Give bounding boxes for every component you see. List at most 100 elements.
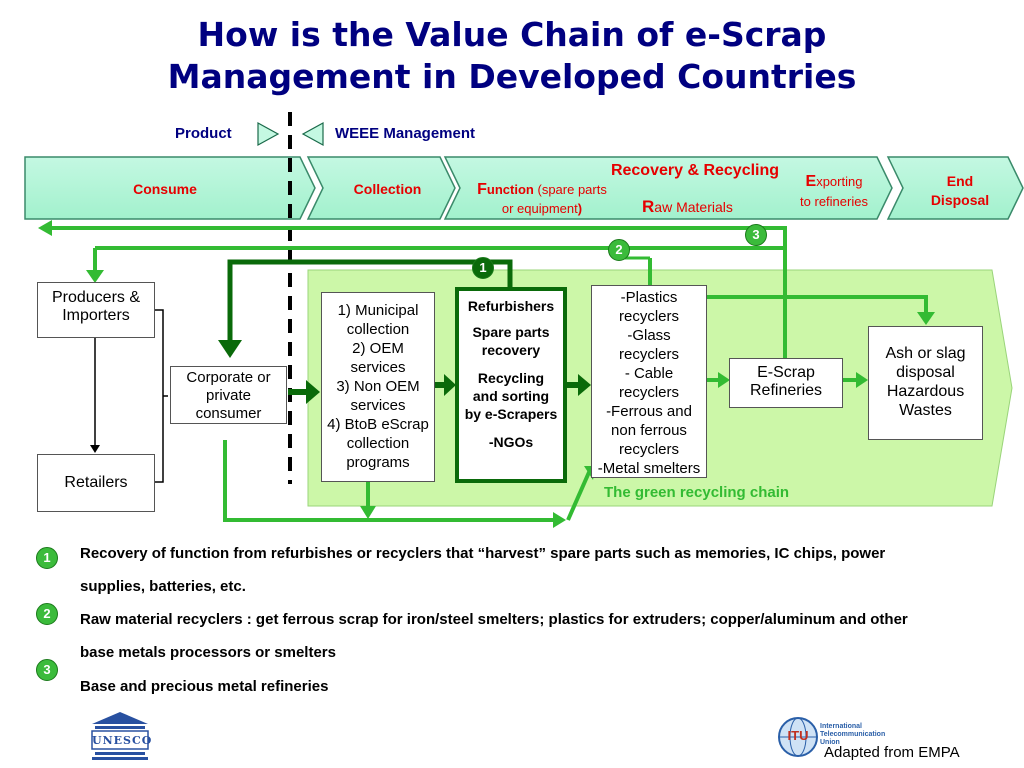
refurbishers-line: Spare parts bbox=[472, 324, 550, 340]
note-2-line-2: base metals processors or smelters bbox=[80, 644, 336, 661]
legend-weee: WEEE Management bbox=[335, 125, 476, 142]
collection-program-line: collection bbox=[346, 321, 410, 338]
stage-recovery-recycling: Recovery & Recycling bbox=[610, 162, 780, 179]
collection-program-line: 3) Non OEM bbox=[336, 378, 420, 395]
credit-text: Adapted from EMPA bbox=[824, 744, 960, 761]
note-3-line-1: Base and precious metal refineries bbox=[80, 678, 329, 695]
weee-triangle-icon bbox=[301, 121, 324, 147]
recyclers-line: recyclers bbox=[618, 441, 679, 458]
function-rest: unction bbox=[486, 182, 534, 197]
corporate-line-2: private bbox=[205, 387, 252, 404]
recyclers-line: non ferrous bbox=[611, 422, 687, 439]
ash-line: Ash or slag bbox=[885, 345, 966, 362]
end-disposal-line-2: Disposal bbox=[930, 192, 990, 208]
page-title-line-2: Management in Developed Countries bbox=[167, 57, 857, 96]
stage-end-disposal: End Disposal bbox=[920, 172, 1000, 210]
recyclers-line: recyclers bbox=[618, 346, 679, 363]
refurbishers-line: and sorting bbox=[472, 388, 550, 404]
unesco-wordmark: UNESCO bbox=[92, 734, 153, 747]
note-2-line-1: Raw material recyclers : get ferrous scr… bbox=[80, 611, 908, 628]
producers-importers-box: Producers & Importers bbox=[37, 282, 155, 338]
collection-programs-box: 1) Municipal collection 2) OEM services … bbox=[321, 292, 435, 482]
recovery-chevron bbox=[443, 156, 893, 220]
escrap-line-1: E-Scrap bbox=[757, 364, 815, 381]
function-note-2: or equipment bbox=[501, 201, 578, 216]
collection-chevron bbox=[306, 156, 456, 220]
escrap-refineries-box: E-Scrap Refineries bbox=[729, 358, 843, 408]
collection-program-line: collection bbox=[346, 435, 410, 452]
legend-product: Product bbox=[175, 125, 232, 142]
recyclers-line: -Metal smelters bbox=[597, 460, 701, 477]
itu-wordmark: ITU bbox=[787, 728, 809, 743]
exporting-initial: E bbox=[805, 173, 817, 190]
ash-line: disposal bbox=[896, 364, 955, 381]
recyclers-line: -Glass bbox=[627, 327, 671, 344]
recyclers-line: - Cable bbox=[624, 365, 674, 382]
refurbishers-line: by e-Scrapers bbox=[464, 406, 558, 422]
collection-program-line: 1) Municipal bbox=[337, 302, 419, 319]
badge-2: 2 bbox=[608, 239, 630, 261]
raw-rest: aw Materials bbox=[654, 199, 733, 215]
end-disposal-line-1: End bbox=[946, 173, 974, 189]
raw-initial: R bbox=[642, 197, 655, 216]
note-badge-2: 2 bbox=[36, 603, 58, 625]
unesco-logo bbox=[91, 712, 149, 760]
itu-organization-name: International Telecommunication Union bbox=[820, 723, 885, 747]
refurbishers-line: Refurbishers bbox=[467, 298, 555, 314]
retailers-label: Retailers bbox=[64, 474, 128, 491]
itu-org-line-1: International bbox=[820, 723, 863, 730]
collection-program-line: 4) BtoB eScrap bbox=[327, 416, 429, 433]
page-title-line-1: How is the Value Chain of e-Scrap bbox=[197, 15, 827, 54]
recyclers-box: -Plastics recyclers -Glass recyclers - C… bbox=[591, 285, 707, 478]
corporate-line-1: Corporate or bbox=[186, 369, 271, 386]
refurbishers-box: Refurbishers Spare parts recovery Recycl… bbox=[455, 287, 567, 483]
function-paren: ) bbox=[577, 201, 583, 216]
escrap-line-2: Refineries bbox=[749, 382, 823, 399]
recyclers-line: recyclers bbox=[618, 308, 679, 325]
badge-3: 3 bbox=[745, 224, 767, 246]
recyclers-line: recyclers bbox=[618, 384, 679, 401]
refurbishers-line: Recycling bbox=[477, 370, 545, 386]
recyclers-line: -Ferrous and bbox=[606, 403, 692, 420]
stage-function: Function (spare parts or equipment) bbox=[462, 180, 622, 218]
function-note-1: (spare parts bbox=[537, 182, 607, 197]
end-disposal-chevron bbox=[886, 156, 1024, 220]
refurbishers-line: -NGOs bbox=[488, 434, 534, 450]
green-chain-label: The green recycling chain bbox=[604, 484, 790, 501]
stage-exporting: Exporting to refineries bbox=[790, 172, 878, 212]
note-1-line-1: Recovery of function from refurbishes or… bbox=[80, 545, 886, 562]
note-badge-1: 1 bbox=[36, 547, 58, 569]
page-title: How is the Value Chain of e-Scrap Manage… bbox=[0, 14, 1024, 98]
note-badge-3: 3 bbox=[36, 659, 58, 681]
collection-program-line: 2) OEM bbox=[352, 340, 404, 357]
product-triangle-icon bbox=[257, 121, 280, 147]
note-2: Raw material recyclers : get ferrous scr… bbox=[80, 603, 1000, 669]
collection-program-line: programs bbox=[346, 454, 410, 471]
collection-program-line: services bbox=[350, 359, 406, 376]
exporting-rest: xporting bbox=[816, 174, 863, 189]
itu-org-line-2: Telecommunication bbox=[820, 731, 886, 738]
itu-org-line-3: Union bbox=[820, 739, 840, 746]
note-3: Base and precious metal refineries bbox=[80, 670, 1000, 703]
ash-line: Hazardous bbox=[886, 383, 965, 400]
itu-logo bbox=[778, 717, 818, 757]
recyclers-line: -Plastics bbox=[620, 289, 678, 306]
badge-1: 1 bbox=[472, 257, 494, 279]
stage-consume: Consume bbox=[133, 181, 197, 197]
stage-collection: Collection bbox=[353, 181, 422, 197]
producers-line-2: Importers bbox=[62, 307, 130, 324]
corporate-line-3: consumer bbox=[195, 405, 262, 422]
corporate-consumer-box: Corporate or private consumer bbox=[170, 366, 287, 424]
refurbishers-line: recovery bbox=[481, 342, 541, 358]
note-1-line-2: supplies, batteries, etc. bbox=[80, 578, 246, 595]
consume-chevron bbox=[24, 156, 316, 220]
stage-raw-materials: Raw Materials bbox=[642, 197, 772, 217]
function-initial: F bbox=[477, 181, 487, 198]
collection-program-line: services bbox=[350, 397, 406, 414]
retailers-box: Retailers bbox=[37, 454, 155, 512]
exporting-note: to refineries bbox=[800, 194, 868, 209]
ash-line: Wastes bbox=[899, 402, 952, 419]
producers-line-1: Producers & bbox=[51, 289, 141, 306]
ash-disposal-box: Ash or slag disposal Hazardous Wastes bbox=[868, 326, 983, 440]
note-1: Recovery of function from refurbishes or… bbox=[80, 537, 1000, 603]
